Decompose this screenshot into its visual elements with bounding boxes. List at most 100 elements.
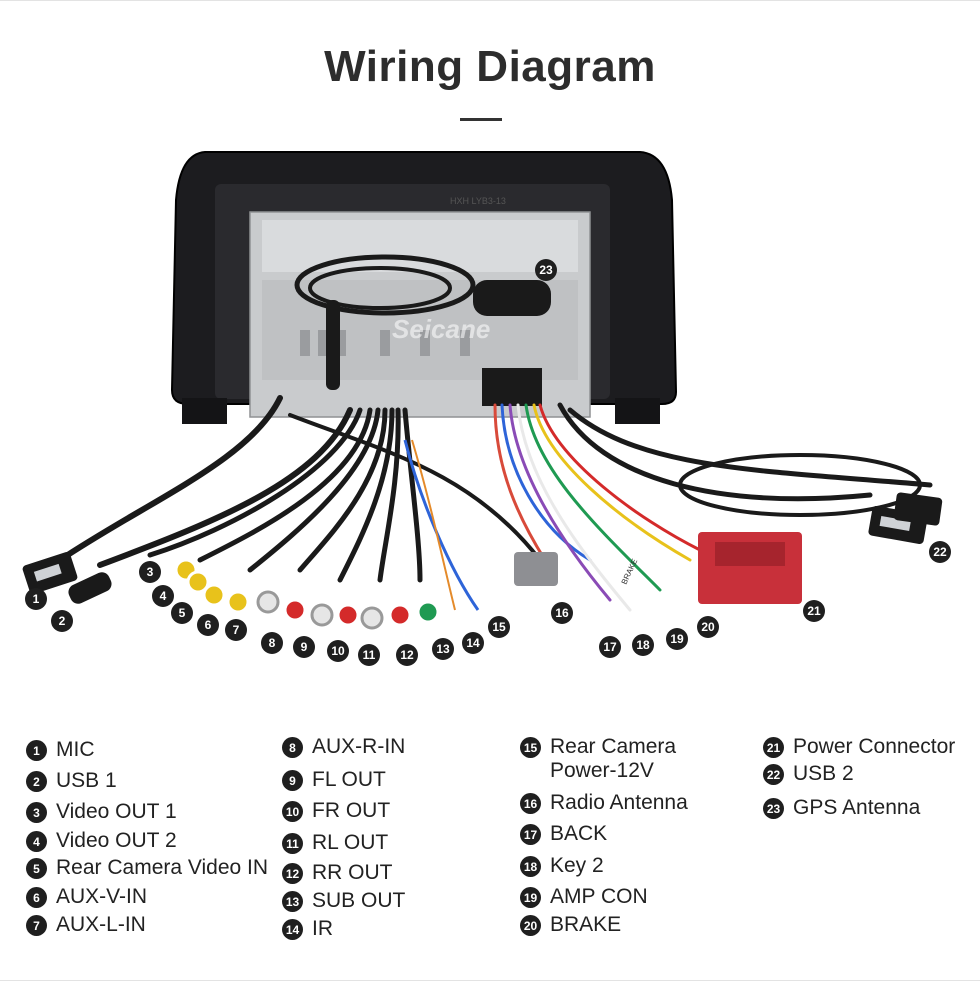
- svg-text:7: 7: [233, 623, 240, 637]
- top-divider: [0, 0, 980, 1]
- usb-2-port: [879, 515, 911, 532]
- legend-badge: 8: [282, 737, 303, 758]
- title-underline: [460, 118, 502, 121]
- usb-2-plug-b: [893, 492, 943, 526]
- svg-text:9: 9: [301, 640, 308, 654]
- callout-14: 14: [462, 632, 484, 654]
- legend-badge: 3: [26, 802, 47, 823]
- legend-item-fr-out: 10 FR OUT: [282, 799, 390, 823]
- callout-10: 10: [327, 640, 349, 662]
- bottom-divider: [0, 980, 980, 981]
- gps-antenna-cable-coil: [294, 254, 476, 316]
- legend-badge: 15: [520, 737, 541, 758]
- rca-connectors: [174, 558, 440, 630]
- legend-badge: 22: [763, 764, 784, 785]
- legend-item-usb-2: 22 USB 2: [763, 762, 854, 786]
- legend-badge: 12: [282, 863, 303, 884]
- svg-text:8: 8: [269, 636, 276, 650]
- legend-item-fl-out: 9 FL OUT: [282, 768, 386, 792]
- legend-label: BACK: [550, 822, 608, 845]
- legend-item-rear-camera-video-in: 5 Rear Camera Video IN: [26, 856, 268, 880]
- callout-markers: 1 2 3 4 5 6 7 8 9 10 11 12 13 14 15 16 1…: [25, 259, 951, 666]
- legend-label: Rear Camera: [550, 735, 677, 758]
- legend-label: IR: [312, 917, 333, 940]
- chassis-top-plate: [262, 220, 578, 272]
- legend-label: Radio Antenna: [550, 791, 688, 814]
- svg-text:13: 13: [436, 642, 450, 656]
- legend-label: USB 2: [793, 762, 854, 785]
- callout-19: 19: [666, 628, 688, 650]
- legend-badge: 23: [763, 798, 784, 819]
- legend-badge: 2: [26, 771, 47, 792]
- legend-badge: 20: [520, 915, 541, 936]
- svg-text:1: 1: [33, 592, 40, 606]
- svg-text:2: 2: [59, 614, 66, 628]
- wifi-antenna-stub: [326, 300, 340, 390]
- callout-7: 7: [225, 619, 247, 641]
- svg-text:4: 4: [160, 589, 167, 603]
- legend-item-back: 17 BACK: [520, 822, 607, 846]
- callout-21: 21: [803, 600, 825, 622]
- legend-label: AUX-L-IN: [56, 913, 146, 936]
- svg-text:23: 23: [539, 263, 553, 277]
- svg-text:6: 6: [205, 618, 212, 632]
- legend-badge: 18: [520, 856, 541, 877]
- legend-item-sub-out: 13 SUB OUT: [282, 889, 405, 913]
- callout-6: 6: [197, 614, 219, 636]
- wiring-illustration: HXH LYB3-13 Seicane: [22, 151, 951, 666]
- svg-text:10: 10: [331, 644, 345, 658]
- radio-antenna-adapter: [514, 552, 558, 586]
- legend-badge: 16: [520, 793, 541, 814]
- callout-8: 8: [261, 632, 283, 654]
- gps-coil-inner: [308, 266, 452, 310]
- legend-label: MIC: [56, 738, 95, 761]
- legend-item-key-2: 18 Key 2: [520, 854, 604, 878]
- legend-item-rl-out: 11 RL OUT: [282, 831, 388, 855]
- page-title: Wiring Diagram: [324, 42, 656, 91]
- legend-badge: 11: [282, 833, 303, 854]
- svg-text:14: 14: [466, 636, 480, 650]
- legend-badge: 5: [26, 858, 47, 879]
- legend-badge: 10: [282, 801, 303, 822]
- legend-label: AUX-V-IN: [56, 885, 148, 908]
- callout-5: 5: [171, 602, 193, 624]
- svg-text:12: 12: [400, 648, 414, 662]
- callout-20: 20: [697, 616, 719, 638]
- harness-wires: [493, 403, 702, 612]
- power-connector-slot: [715, 542, 785, 566]
- legend-item-ir: 14 IR: [282, 917, 333, 941]
- svg-text:17: 17: [603, 640, 617, 654]
- callout-12: 12: [396, 644, 418, 666]
- legend-badge: 6: [26, 887, 47, 908]
- callout-11: 11: [358, 644, 380, 666]
- mic-plug: [68, 572, 112, 604]
- iso-harness-connector: [482, 368, 542, 406]
- legend-item-aux-r-in: 8 AUX-R-IN: [282, 735, 405, 759]
- unit-model-label: HXH LYB3-13: [450, 196, 506, 206]
- legend-label: AMP CON: [550, 885, 648, 908]
- legend-label: SUB OUT: [312, 889, 406, 912]
- callout-16: 16: [551, 602, 573, 624]
- legend-item-usb-1: 2 USB 1: [26, 769, 117, 793]
- callout-22: 22: [929, 541, 951, 563]
- svg-text:3: 3: [147, 565, 154, 579]
- legend-badge: 4: [26, 831, 47, 852]
- chassis-vents: [300, 330, 470, 356]
- usb-1-port: [33, 563, 62, 582]
- legend-badge: 1: [26, 740, 47, 761]
- callout-23: 23: [535, 259, 557, 281]
- legend-label: RL OUT: [312, 831, 389, 854]
- legend-item-mic: 1 MIC: [26, 738, 95, 762]
- svg-text:20: 20: [701, 620, 715, 634]
- legend-label-line-2: Power-12V: [550, 759, 654, 782]
- legend-label: FR OUT: [312, 799, 391, 822]
- legend-label: Video OUT 2: [56, 829, 177, 852]
- legend-item-aux-v-in: 6 AUX-V-IN: [26, 885, 147, 909]
- cables-left-bundle: [57, 395, 542, 583]
- svg-text:11: 11: [363, 648, 376, 662]
- callout-1: 1: [25, 588, 47, 610]
- svg-text:19: 19: [670, 632, 684, 646]
- legend-item-power-connector: 21 Power Connector: [763, 735, 955, 759]
- usb-2-cable: [557, 402, 933, 517]
- legend-label: RR OUT: [312, 861, 393, 884]
